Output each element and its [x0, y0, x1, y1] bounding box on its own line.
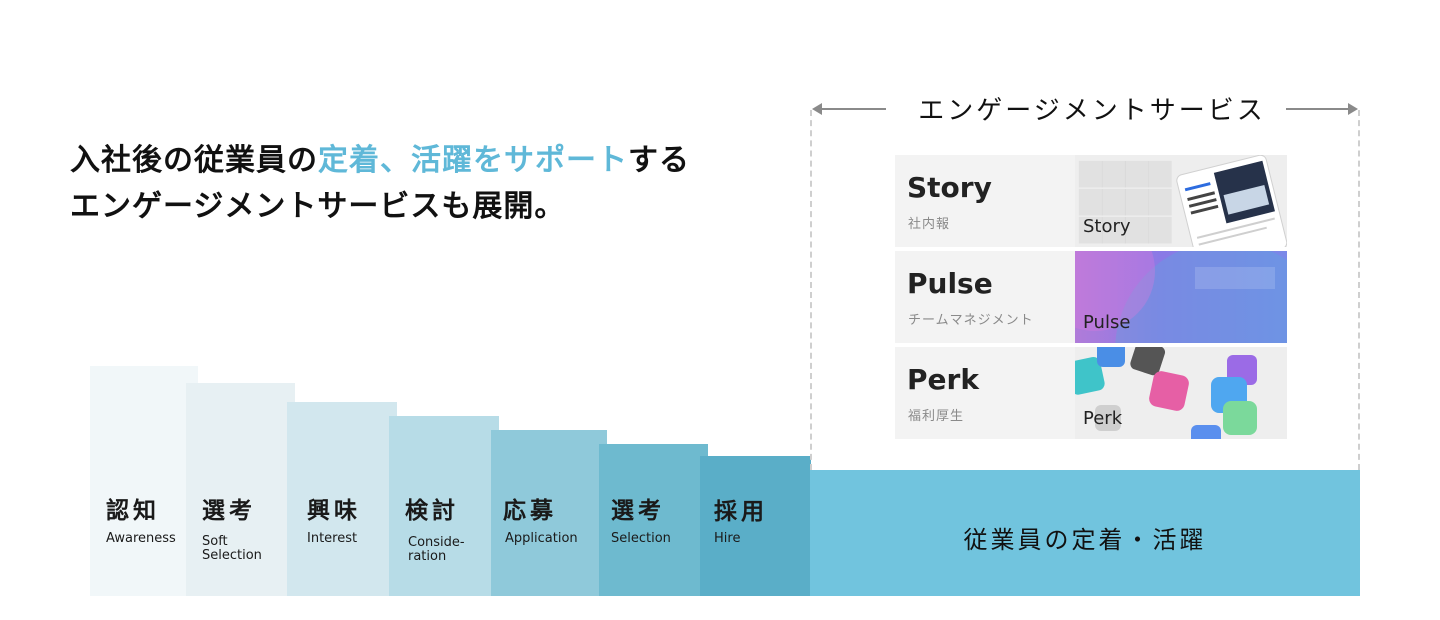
- service-name: Perk: [907, 363, 979, 396]
- stage-jp-label: 採用: [714, 499, 768, 525]
- service-name: Story: [907, 171, 992, 204]
- bracket-line-right: [1286, 108, 1350, 110]
- service-card-perk[interactable]: Perk 福利厚生 Perk: [895, 347, 1287, 439]
- stage-jp-label: 興味: [307, 498, 361, 524]
- headline: 入社後の従業員の定着、活躍をサポートする エンゲージメントサービスも展開。: [70, 138, 690, 230]
- stage-jp-label: 認知: [106, 498, 160, 524]
- stage-en-label: Soft Selection: [202, 534, 262, 563]
- stage-soft-selection: 選考 Soft Selection: [186, 383, 295, 596]
- bracket-line-left: [820, 108, 886, 110]
- service-subtitle: チームマネジメント: [908, 313, 1034, 328]
- stage-application: 応募 Application: [491, 430, 607, 596]
- pulse-thumb-label: Pulse: [1083, 312, 1131, 333]
- bracket-dashed-right: [1358, 110, 1360, 470]
- stage-jp-label: 検討: [405, 498, 459, 524]
- stage-jp-label: 応募: [503, 498, 557, 524]
- perk-thumb-label: Perk: [1083, 408, 1123, 429]
- service-card-pulse[interactable]: Pulse チームマネジメント Pulse: [895, 251, 1287, 343]
- stage-consideration: 検討 Conside- ration: [389, 416, 499, 596]
- service-name: Pulse: [907, 267, 993, 300]
- stage-en-label: Hire: [714, 531, 741, 546]
- stage-awareness: 認知 Awareness: [90, 366, 198, 596]
- stage-interest: 興味 Interest: [287, 402, 397, 596]
- arrow-right-icon: [1348, 103, 1358, 115]
- stage-selection: 選考 Selection: [599, 444, 708, 596]
- stage-en-label: Application: [505, 531, 578, 546]
- headline-text: 入社後の従業員の: [70, 143, 318, 178]
- story-thumb-label: Story: [1083, 216, 1131, 237]
- stage-en-label: Selection: [611, 531, 671, 546]
- engagement-services-label: エンゲージメントサービス: [918, 96, 1266, 126]
- stage-jp-label: 選考: [202, 498, 256, 524]
- phone-mockup-icon: [1176, 155, 1287, 247]
- engagement-base-block: 従業員の定着・活躍: [810, 470, 1360, 596]
- headline-line2: エンゲージメントサービスも展開。: [70, 189, 566, 224]
- bracket-dashed-left: [810, 110, 812, 470]
- stage-hire: 採用 Hire: [700, 456, 811, 596]
- stage-jp-label: 選考: [611, 498, 665, 524]
- stage-en-label: Conside- ration: [408, 535, 465, 564]
- engagement-base-label: 従業員の定着・活躍: [963, 526, 1207, 554]
- story-thumbnail: ▆▆▆▆▆▆▆▆▆▆▆▆ Story: [1075, 155, 1287, 247]
- app-tiles-icon: [1075, 347, 1257, 439]
- service-subtitle: 福利厚生: [908, 409, 965, 424]
- stage-en-label: Interest: [307, 531, 358, 546]
- headline-accent: 定着、活躍をサポート: [318, 143, 628, 178]
- service-card-story[interactable]: Story 社内報 ▆▆▆▆▆▆▆▆▆▆▆▆ Story: [895, 155, 1287, 247]
- background-texture: ▆▆▆▆▆▆▆▆▆▆▆▆: [1079, 155, 1172, 244]
- service-subtitle: 社内報: [908, 217, 951, 232]
- headline-text: する: [628, 143, 690, 178]
- gradient-orb-icon: [1075, 251, 1287, 343]
- pulse-thumbnail: Pulse: [1075, 251, 1287, 343]
- stage-en-label: Awareness: [106, 531, 176, 546]
- perk-thumbnail: Perk: [1075, 347, 1287, 439]
- arrow-left-icon: [812, 103, 822, 115]
